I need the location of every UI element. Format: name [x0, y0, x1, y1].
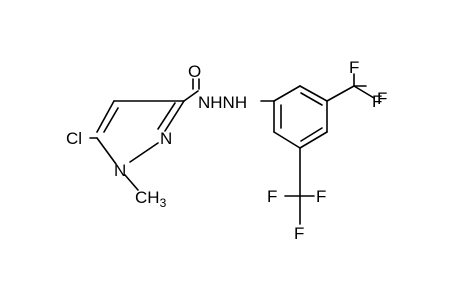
atom-f-bottom-1: F: [267, 187, 277, 206]
atom-f-bottom-3: F: [294, 224, 304, 243]
bond-ring-2-3-inner: [300, 92, 323, 106]
methyl-label: CH: [135, 188, 160, 207]
atom-f-top-1: F: [349, 58, 359, 77]
bond-c3-c-carbonyl: [183, 90, 199, 102]
atom-cl: Cl: [66, 129, 82, 148]
atom-n1: N: [114, 161, 126, 180]
bond-n2-c3: [164, 100, 185, 132]
bond-n1-n2: [129, 142, 159, 163]
bond-ring-5-6: [273, 131, 301, 149]
bond-c4-c5-inner: [103, 107, 119, 133]
bond-ring-cf3-top: [326, 85, 355, 102]
bond-c5-n1: [96, 137, 117, 165]
bond-n1-methyl: [124, 174, 139, 191]
atom-methyl: CH3: [135, 188, 167, 210]
atom-o: O: [188, 62, 201, 81]
bond-cf3-top-f2: [353, 85, 375, 99]
bond-ring-4-5: [299, 131, 328, 149]
atom-f-top-3: F: [377, 89, 387, 108]
atom-f-top-2: F: [372, 92, 382, 111]
atom-n2: N: [160, 129, 172, 148]
bond-n2-c3-inner: [157, 102, 176, 130]
bond-ring-2-3: [299, 85, 328, 102]
bond-ring-4-5-inner: [300, 127, 323, 142]
atom-f-bottom-2: F: [316, 187, 326, 206]
bond-ring-1-2: [273, 85, 301, 102]
atom-hydrazide: NHNH: [198, 93, 247, 112]
methyl-subscript: 3: [160, 196, 167, 210]
bond-c4-c5: [96, 100, 115, 133]
